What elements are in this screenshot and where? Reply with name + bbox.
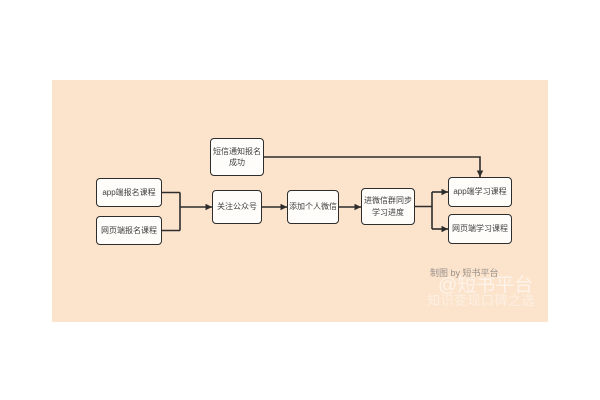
watermark-brand: @短书平台 — [438, 275, 534, 296]
node-add-personal-wechat: 添加个人微信 — [287, 190, 339, 224]
connector-sms-to-app-learn — [264, 156, 484, 177]
node-web-learn: 网页端学习课程 — [448, 214, 512, 244]
node-app-learn: app端学习课程 — [448, 177, 512, 207]
connector-lines — [162, 156, 484, 233]
flowchart-canvas: 短信通知报名 成功 app端报名课程 网页端报名课程 关注公众号 添加个人微信 … — [52, 80, 548, 322]
node-web-register: 网页端报名课程 — [96, 216, 162, 245]
node-sms-notify: 短信通知报名 成功 — [210, 138, 264, 176]
watermark-credit: 制图 by 短书平台 — [430, 268, 499, 278]
node-app-register: app端报名课程 — [96, 178, 162, 207]
node-join-wechat-group: 进微信群同步 学习进度 — [361, 188, 415, 225]
watermark-slogan: 知识变现口碑之选 — [427, 293, 536, 308]
node-follow-official-account: 关注公众号 — [212, 190, 262, 224]
